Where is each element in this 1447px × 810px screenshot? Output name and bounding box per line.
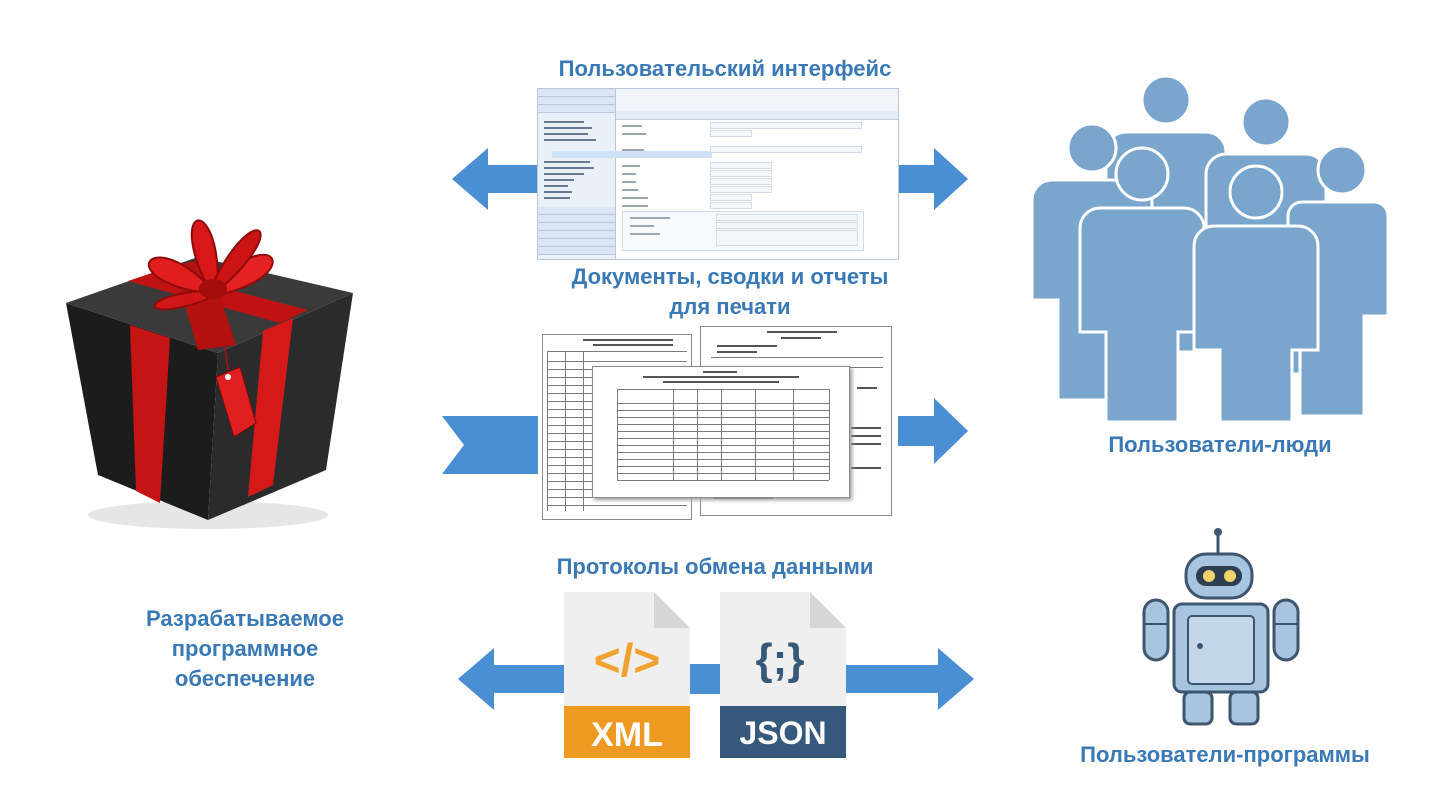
json-symbol: {;}: [756, 635, 805, 684]
thumbnail-sidebar-header: [538, 89, 615, 97]
program-users-label: Пользователи-программы: [1080, 742, 1370, 767]
json-file-icon: {;} JSON: [720, 592, 846, 758]
thumbnail-toolbar: [616, 89, 898, 112]
arrow-right-icon: [896, 148, 968, 210]
people-group-icon: [1030, 74, 1390, 424]
xml-label: XML: [591, 716, 663, 754]
software-label-line3: обеспечение: [174, 666, 316, 691]
thumbnail-selected-row: [552, 151, 712, 158]
human-users-label: Пользователи-люди: [1108, 432, 1332, 457]
xml-file-icon: </> XML: [564, 592, 690, 758]
software-label-line1: Разрабатываемое: [146, 606, 344, 631]
protocols-heading: Протоколы обмена данными: [556, 554, 874, 579]
document-report-table: [592, 366, 850, 498]
json-label: JSON: [739, 715, 826, 751]
ui-heading: Пользовательский интерфейс: [558, 56, 892, 81]
docs-heading-line1: Документы, сводки и отчеты: [571, 264, 889, 289]
gift-box-icon: [66, 219, 353, 529]
arrow-right-icon: [690, 664, 722, 694]
software-label: Разрабатываемое программное обеспечение: [120, 604, 370, 694]
arrow-right-icon: [898, 398, 968, 464]
arrow-right-icon: [442, 416, 538, 474]
ui-screenshot-thumbnail: [537, 88, 899, 260]
arrow-right-icon: [846, 648, 974, 710]
robot-icon: [1142, 528, 1300, 726]
arrow-left-icon: [458, 648, 568, 710]
thumbnail-tabs: [616, 111, 898, 120]
docs-heading: Документы, сводки и отчеты для печати: [520, 262, 940, 322]
xml-symbol: </>: [594, 634, 661, 686]
software-label-line2: программное: [171, 636, 319, 661]
docs-heading-line2: для печати: [669, 294, 791, 319]
arrow-left-icon: [452, 148, 542, 210]
